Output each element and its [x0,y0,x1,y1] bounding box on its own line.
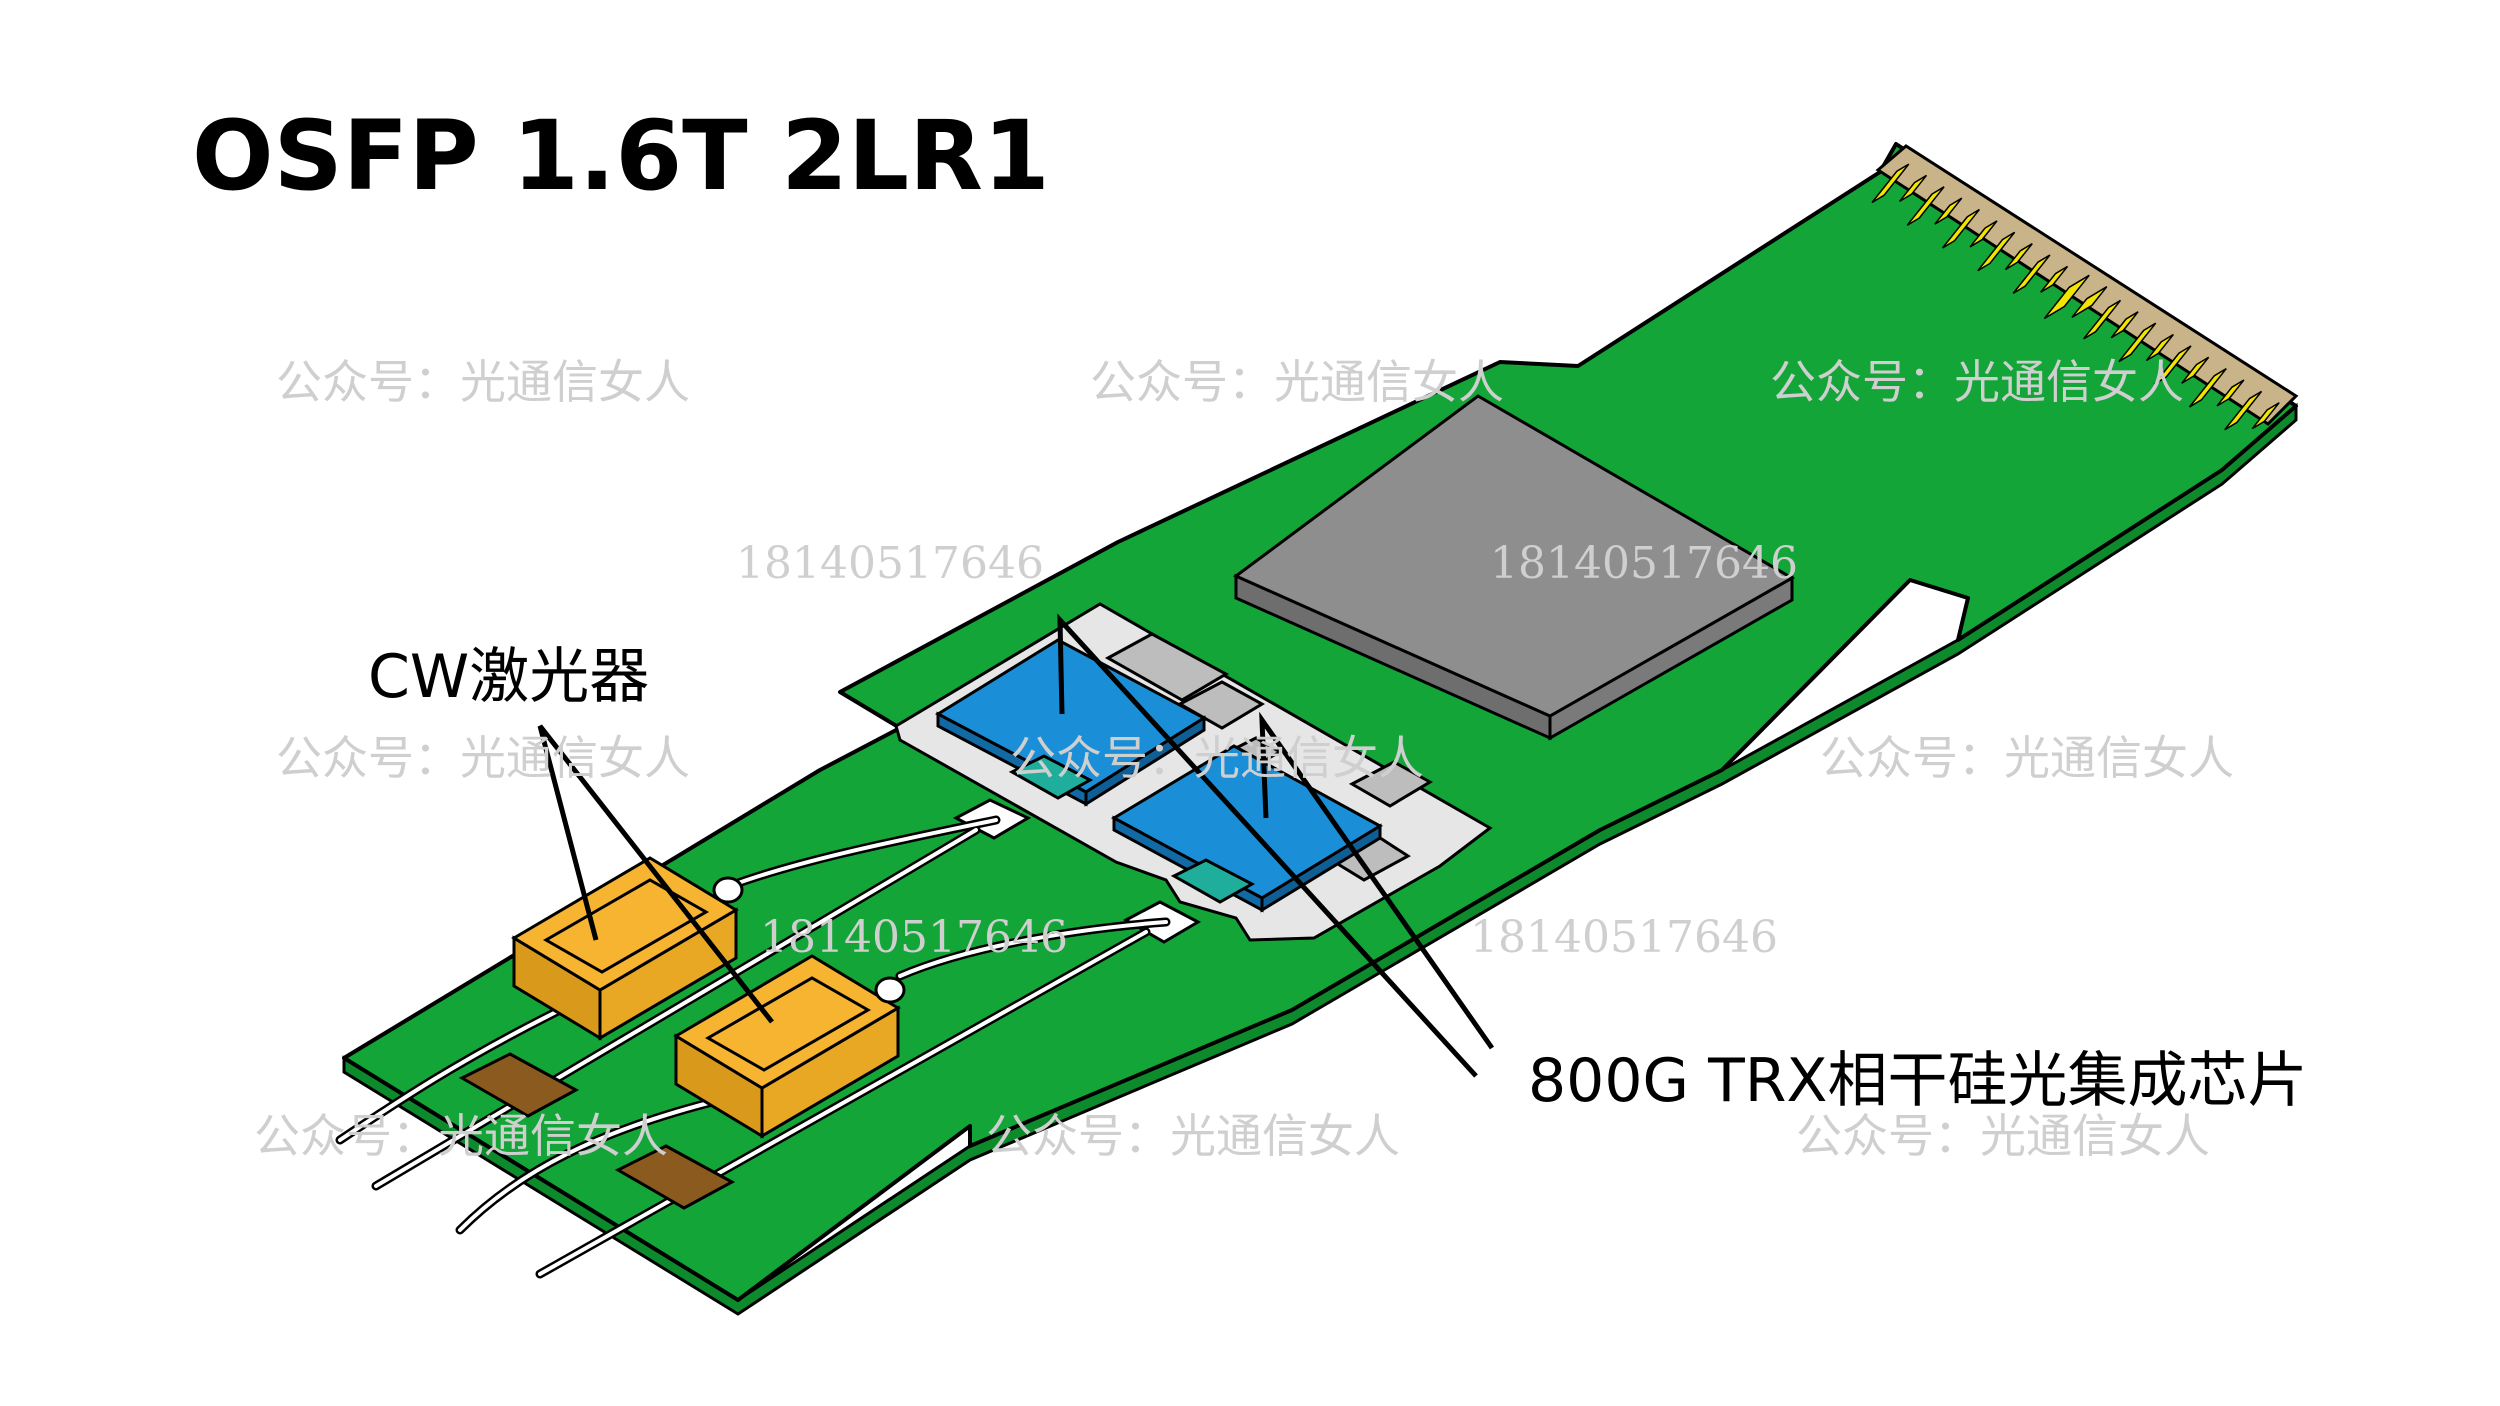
gold-finger-pin [1906,186,1945,226]
gold-finger-pin [2083,299,2122,340]
gold-finger-pin [2043,274,2090,320]
watermark-phone: 18140517646 [760,912,1068,963]
watermark-text: 公众号：光通信女人 [1090,355,1504,409]
watermark-text: 公众号：光通信女人 [1770,355,2184,409]
watermark-phone: 18140517646 [1490,538,1798,589]
gold-finger-pin [2188,367,2227,408]
passive-components [1104,632,1433,882]
optical-fibers-core [338,818,1168,1276]
watermark-text: 公众号：光通信女人 [1010,731,1424,785]
gold-finger-pins [1871,163,2280,431]
gold-finger-pin [2216,379,2245,407]
trx-callout-2 [1259,711,1495,1050]
gold-finger-pin [2224,390,2263,431]
gold-finger-pin [1934,197,1963,225]
gold-finger-pin [2118,322,2157,363]
watermark-text: 公众号：光通信女人 [986,1109,1400,1163]
gold-finger-connector [1871,144,2299,431]
laser-callout [537,724,774,1024]
trx-photonic-chip-1 [934,638,1207,807]
cw-laser-1 [458,856,744,1118]
gold-finger-pin [1898,174,1928,203]
gold-finger-pin [2153,345,2192,385]
gold-finger-pin [2004,242,2033,271]
gold-finger-pin [2110,311,2139,339]
gold-finger-pin [2251,402,2280,430]
dsp-chip [1233,394,1796,741]
watermark-phone: 18140517646 [1470,912,1778,963]
watermark-text: 公众号：光通信女人 [254,1109,668,1163]
gold-finger-pin [2012,254,2051,295]
gold-finger-pin [2071,286,2108,319]
watermark-text: 公众号：光通信女人 [1796,1109,2210,1163]
gold-finger-pin [2040,265,2069,293]
gold-finger-pin [1871,163,1910,204]
cw-laser-2 [614,954,906,1210]
watermark-text: 公众号：光通信女人 [276,355,690,409]
gold-finger-pin [1969,220,1998,248]
watermark-phone: 18140517646 [736,538,1044,589]
watermark-text: 公众号：光通信女人 [1820,731,2234,785]
gold-finger-pin [2181,356,2210,384]
trx-callout-1 [1057,613,1478,1078]
gold-finger-pin [1977,231,2016,272]
gold-finger-pin [2145,333,2174,362]
page-title: OSFP 1.6T 2LR1 [192,100,1050,212]
callout-lines [537,613,1495,1078]
watermark-text: 公众号：光通信女人 [276,731,690,785]
cw-laser-label: CW激光器 [368,642,650,712]
trx-chip-label: 800G TRX相干硅光集成芯片 [1528,1046,2308,1116]
gold-finger-pin [1941,208,1980,249]
